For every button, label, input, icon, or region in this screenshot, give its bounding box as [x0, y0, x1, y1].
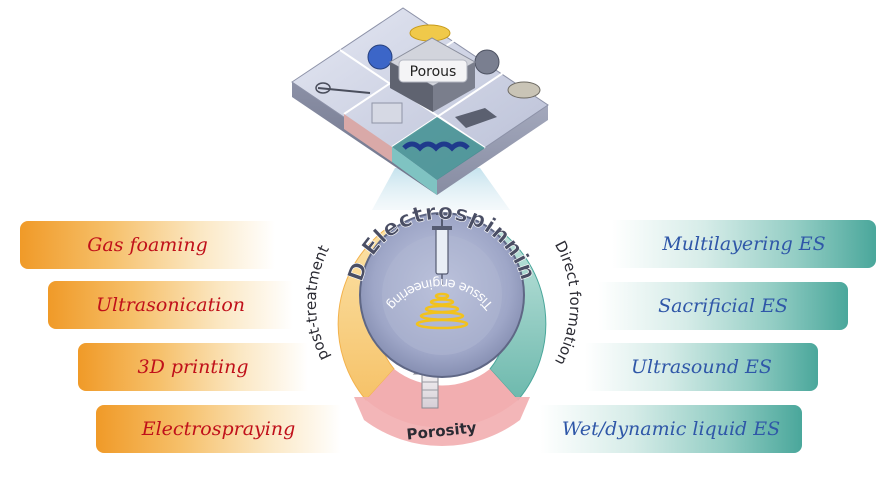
porous-label: Porous — [410, 64, 457, 80]
method-multilayering-es: Multilayering ES — [612, 220, 876, 268]
method-wet-dynamic-liquid-es: Wet/dynamic liquid ES — [540, 405, 802, 453]
method-3d-printing: 3D printing — [78, 343, 308, 391]
direct-formation-label: Direct formation — [551, 238, 584, 368]
post-treatment-label: post-treatment — [302, 242, 333, 363]
fiber-coil-icon — [415, 292, 469, 330]
method-ultrasonication: Ultrasonication — [48, 281, 293, 329]
method-gas-foaming: Gas foaming — [20, 221, 275, 269]
method-sacrificial-es: Sacrificial ES — [598, 282, 848, 330]
syringe-icon — [432, 213, 452, 286]
porous-scaffold-grid: Porous — [291, 7, 549, 195]
porous-label-box — [398, 59, 468, 83]
method-electrospraying: Electrospraying — [96, 405, 341, 453]
method-ultrasound-es: Ultrasound ES — [585, 343, 818, 391]
